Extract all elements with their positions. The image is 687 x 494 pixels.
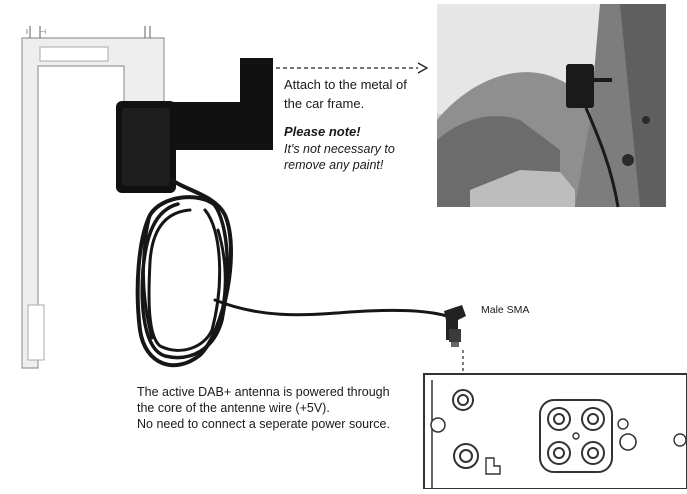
note-body: It's not necessary to remove any paint! [284, 141, 395, 173]
note-title: Please note! [284, 124, 361, 139]
note-line-1: It's not necessary to [284, 142, 395, 156]
attach-line-1: Attach to the metal of [284, 77, 407, 92]
svg-text:I: I [26, 29, 28, 36]
power-line-3: No need to connect a seperate power sour… [137, 417, 390, 431]
arrow-to-photo-icon [276, 62, 429, 74]
connector-label: Male SMA [481, 304, 530, 316]
ground-plane-icon [170, 58, 273, 150]
note-line-2: remove any paint! [284, 158, 384, 172]
attach-instruction: Attach to the metal of the car frame. [284, 75, 407, 113]
sma-connector-icon [444, 305, 466, 347]
power-description: The active DAB+ antenna is powered throu… [137, 384, 390, 432]
power-line-1: The active DAB+ antenna is powered throu… [137, 385, 390, 399]
power-line-2: the core of the antenne wire (+5V). [137, 401, 330, 415]
antenna-amplifier-icon [116, 101, 176, 193]
radio-back-panel-icon [423, 373, 687, 490]
attach-line-2: the car frame. [284, 96, 365, 111]
svg-text:⊣: ⊣ [40, 29, 46, 36]
car-photo-icon [437, 4, 666, 208]
cable-coil-icon [135, 178, 449, 368]
antenna-film-icon: I ⊣ [21, 26, 165, 369]
